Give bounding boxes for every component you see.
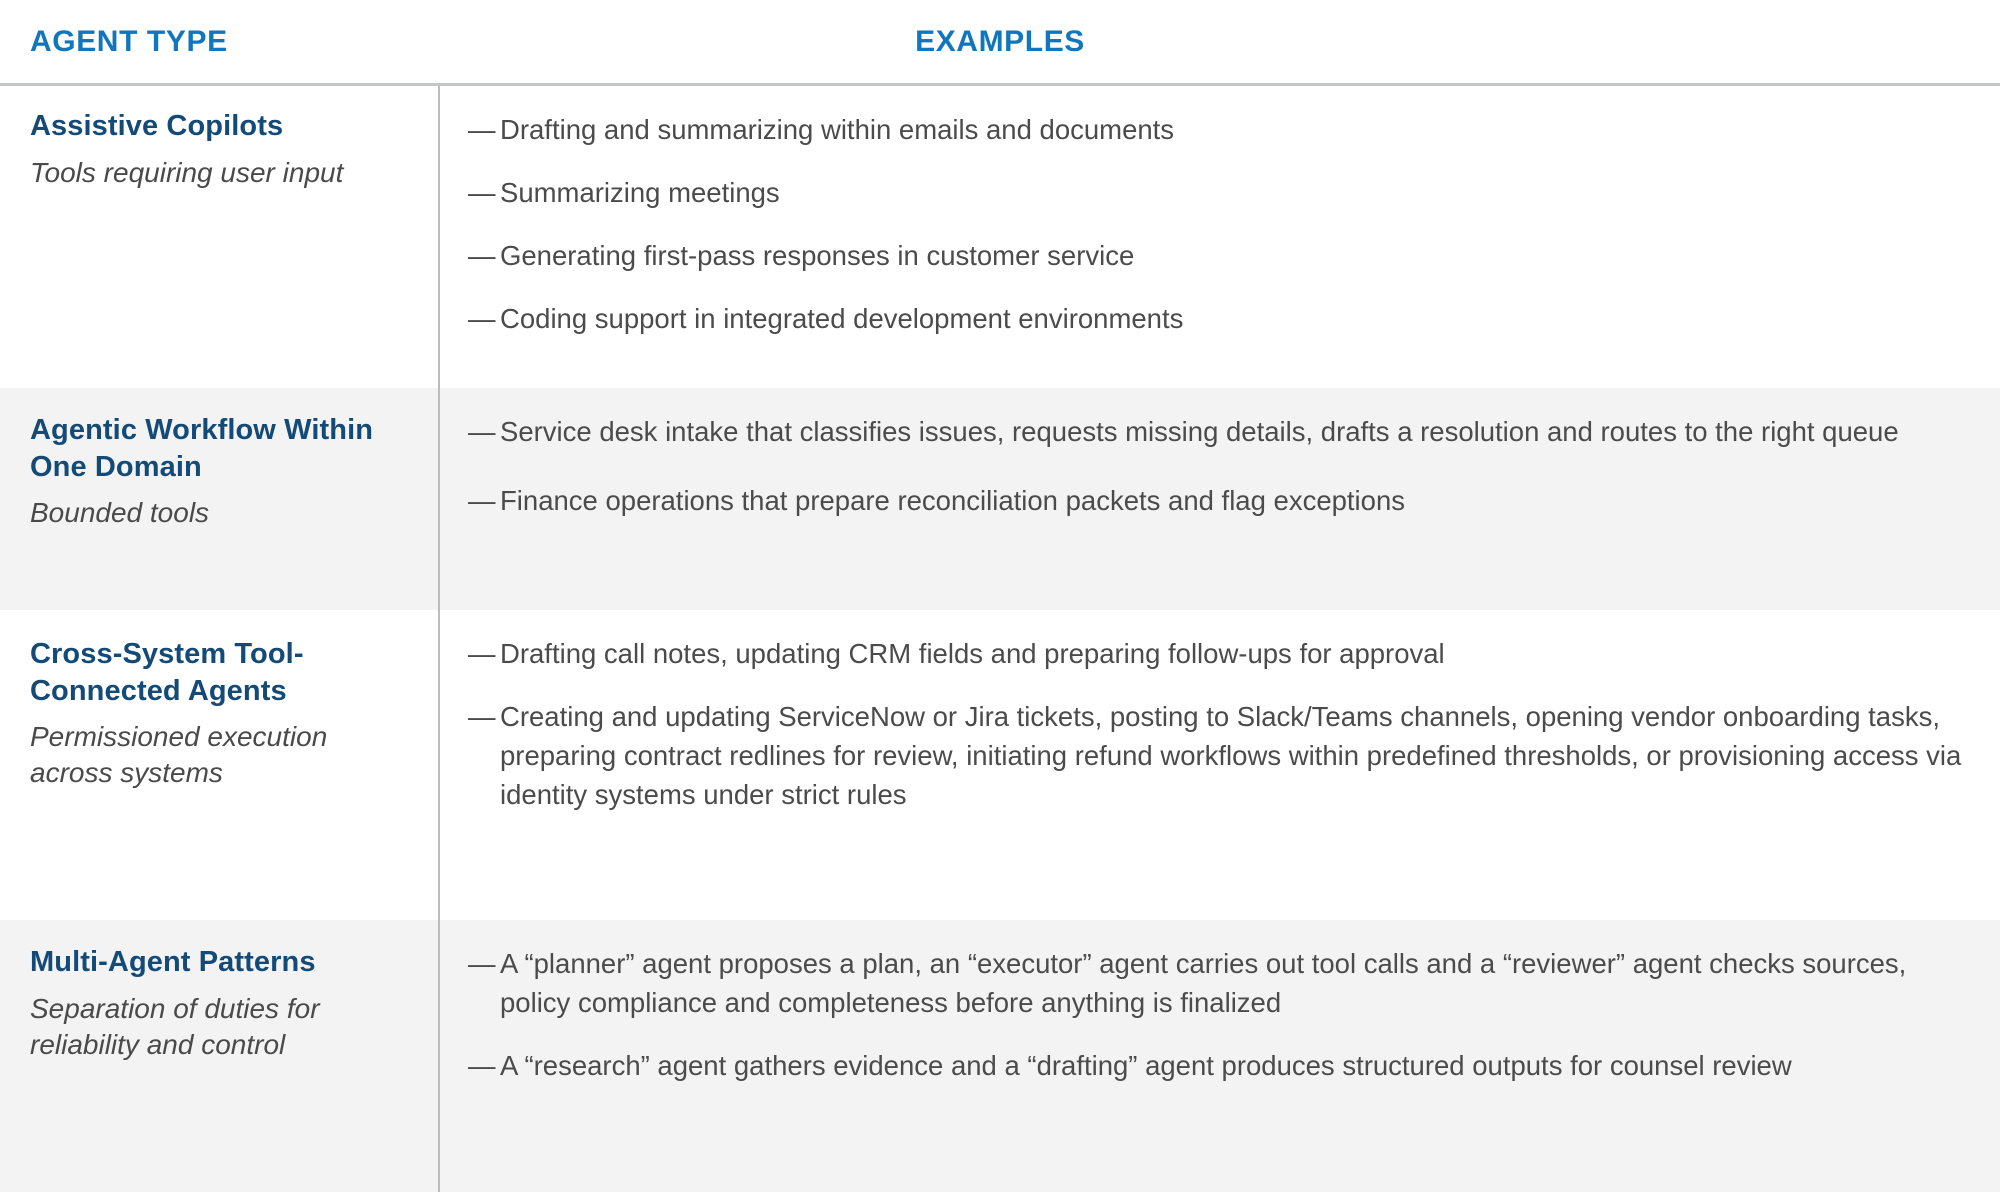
em-dash-icon: — [468, 177, 496, 209]
examples-cell: — Drafting call notes, updating CRM fiel… [440, 610, 2000, 920]
examples-list: — Drafting call notes, updating CRM fiel… [468, 634, 1972, 814]
list-item-text: Coding support in integrated development… [500, 303, 1184, 335]
list-item-text: Finance operations that prepare reconcil… [500, 485, 1406, 517]
list-item: — Coding support in integrated developme… [468, 299, 1972, 338]
agent-type-subtitle: Tools requiring user input [30, 156, 344, 188]
em-dash-icon: — [468, 303, 496, 335]
examples-list: — Service desk intake that classifies is… [468, 412, 1972, 520]
list-item: — Finance operations that prepare reconc… [468, 481, 1972, 520]
table-row: Cross-System Tool-Connected Agents Permi… [0, 610, 2000, 921]
em-dash-icon: — [468, 948, 496, 980]
list-item-text: Drafting call notes, updating CRM fields… [500, 638, 1445, 670]
list-item: — Service desk intake that classifies is… [468, 412, 1972, 451]
agent-type-subtitle: Bounded tools [30, 497, 210, 529]
list-item-text: A “research” agent gathers evidence and … [500, 1050, 1792, 1082]
list-item: — Drafting call notes, updating CRM fiel… [468, 634, 1972, 673]
list-item: — Summarizing meetings [468, 173, 1972, 212]
list-item: — Creating and updating ServiceNow or Ji… [468, 697, 1972, 814]
em-dash-icon: — [468, 638, 496, 670]
column-header-examples: EXAMPLES [915, 24, 1085, 58]
examples-cell: — A “planner” agent proposes a plan, an … [440, 920, 2000, 1192]
agent-type-title: Agentic Workflow Within One Domain [30, 414, 374, 483]
table-row: Multi-Agent Patterns Separation of dutie… [0, 920, 2000, 1193]
list-item-text: Summarizing meetings [500, 177, 780, 209]
agent-type-subtitle: Separation of duties for reliability and… [30, 992, 320, 1060]
agent-type-cell: Multi-Agent Patterns Separation of dutie… [0, 920, 440, 1193]
table-row: Agentic Workflow Within One Domain Bound… [0, 388, 2000, 611]
agent-type-cell: Assistive Copilots Tools requiring user … [0, 86, 440, 389]
list-item: — A “planner” agent proposes a plan, an … [468, 944, 1972, 1022]
em-dash-icon: — [468, 701, 496, 733]
agent-type-title: Assistive Copilots [30, 110, 284, 142]
table-header-row: AGENT TYPE EXAMPLES [0, 0, 2000, 86]
examples-list: — Drafting and summarizing within emails… [468, 110, 1972, 338]
examples-cell: — Drafting and summarizing within emails… [440, 86, 2000, 388]
agent-type-subtitle: Permissioned execution across systems [30, 721, 328, 789]
examples-list: — A “planner” agent proposes a plan, an … [468, 944, 1972, 1085]
list-item: — Drafting and summarizing within emails… [468, 110, 1972, 149]
list-item-text: Generating first-pass responses in custo… [500, 240, 1135, 272]
em-dash-icon: — [468, 485, 496, 517]
agent-type-title: Multi-Agent Patterns [30, 946, 316, 979]
list-item: — Generating first-pass responses in cus… [468, 236, 1972, 275]
list-item: — A “research” agent gathers evidence an… [468, 1046, 1972, 1085]
em-dash-icon: — [468, 240, 496, 272]
list-item-text: Creating and updating ServiceNow or Jira… [500, 701, 1962, 811]
table-body: Assistive Copilots Tools requiring user … [0, 86, 2000, 1193]
list-item-text: A “planner” agent proposes a plan, an “e… [500, 948, 1907, 1019]
column-header-agent-type: AGENT TYPE [30, 24, 228, 58]
em-dash-icon: — [468, 1050, 496, 1082]
list-item-text: Drafting and summarizing within emails a… [500, 114, 1175, 145]
agent-type-cell: Cross-System Tool-Connected Agents Permi… [0, 610, 440, 921]
agent-type-cell: Agentic Workflow Within One Domain Bound… [0, 388, 440, 611]
em-dash-icon: — [468, 114, 496, 145]
em-dash-icon: — [468, 416, 496, 448]
list-item-text: Service desk intake that classifies issu… [500, 416, 1899, 448]
table-row: Assistive Copilots Tools requiring user … [0, 86, 2000, 389]
examples-cell: — Service desk intake that classifies is… [440, 388, 2000, 610]
agent-type-title: Cross-System Tool-Connected Agents [30, 638, 304, 707]
